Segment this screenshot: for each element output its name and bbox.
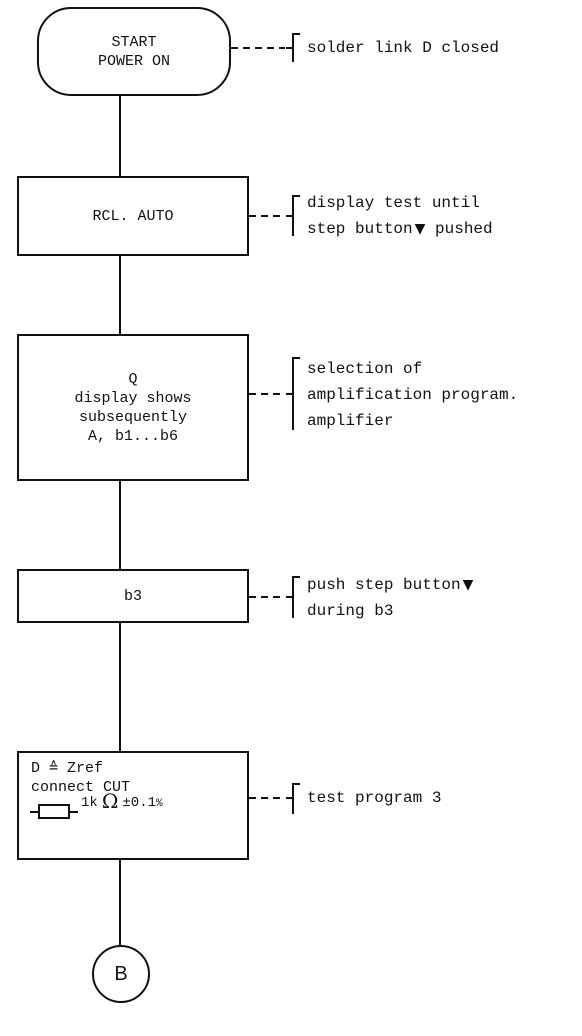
- connector-b: B: [92, 945, 150, 1003]
- resistor-lead-left: [30, 811, 39, 813]
- note-line: amplifier: [307, 412, 394, 430]
- note-push-step: push step button▼ during b3: [307, 572, 473, 624]
- note-test-program: test program 3: [307, 785, 441, 811]
- rcl-auto-label: RCL. AUTO: [92, 207, 174, 225]
- note-line: push step button: [307, 576, 461, 594]
- percent-sign: %: [156, 798, 163, 810]
- d-zref-label: D ≙ Zref: [31, 760, 104, 777]
- b3-label: b3: [123, 587, 142, 605]
- note-line: selection of: [307, 360, 423, 378]
- note-solder-link: solder link D closed: [307, 35, 499, 61]
- note-line-tail: pushed: [435, 220, 493, 238]
- note-line-with-icon: step button▼ pushed: [307, 216, 493, 242]
- note-line: during b3: [307, 602, 394, 620]
- note-line: step button: [307, 220, 413, 238]
- bracket-icon: [286, 33, 300, 62]
- process-rcl-auto: RCL. AUTO: [17, 176, 249, 256]
- resistance-value: 1k: [81, 795, 98, 811]
- tolerance-value: ±0.1: [122, 795, 157, 811]
- start-label: START: [111, 33, 157, 51]
- process-display-shows: Q display shows subsequently A, b1...b6: [17, 334, 249, 481]
- bracket-icon: [286, 195, 300, 236]
- bracket-icon: [286, 357, 300, 430]
- subsequently-label: subsequently: [78, 408, 188, 426]
- bracket-icon: [286, 576, 300, 618]
- down-triangle-icon: ▼: [462, 577, 474, 593]
- connect-cut-label: connect CUT: [31, 779, 131, 796]
- sequence-label: A, b1...b6: [87, 427, 178, 445]
- note-line-with-icon: push step button▼: [307, 572, 473, 598]
- ohm-symbol: Ω: [101, 789, 119, 813]
- note-line: test program 3: [307, 789, 442, 807]
- note-selection: selection of amplification program. ampl…: [307, 356, 518, 434]
- connector-b-label: B: [114, 962, 128, 985]
- resistor-lead-right: [69, 811, 78, 813]
- start-terminal: START POWER ON: [37, 7, 231, 96]
- display-shows-label: display shows: [74, 389, 192, 407]
- note-display-test: display test until step button▼ pushed: [307, 190, 493, 242]
- note-line: solder link D closed: [307, 39, 500, 57]
- resistor-icon: [38, 804, 70, 819]
- bracket-icon: [286, 783, 300, 814]
- process-b3: b3: [17, 569, 249, 623]
- note-line: display test until: [307, 194, 480, 212]
- note-line: amplification program.: [307, 386, 519, 404]
- q-label: Q: [128, 370, 138, 388]
- power-on-label: POWER ON: [97, 52, 170, 70]
- down-triangle-icon: ▼: [414, 221, 426, 237]
